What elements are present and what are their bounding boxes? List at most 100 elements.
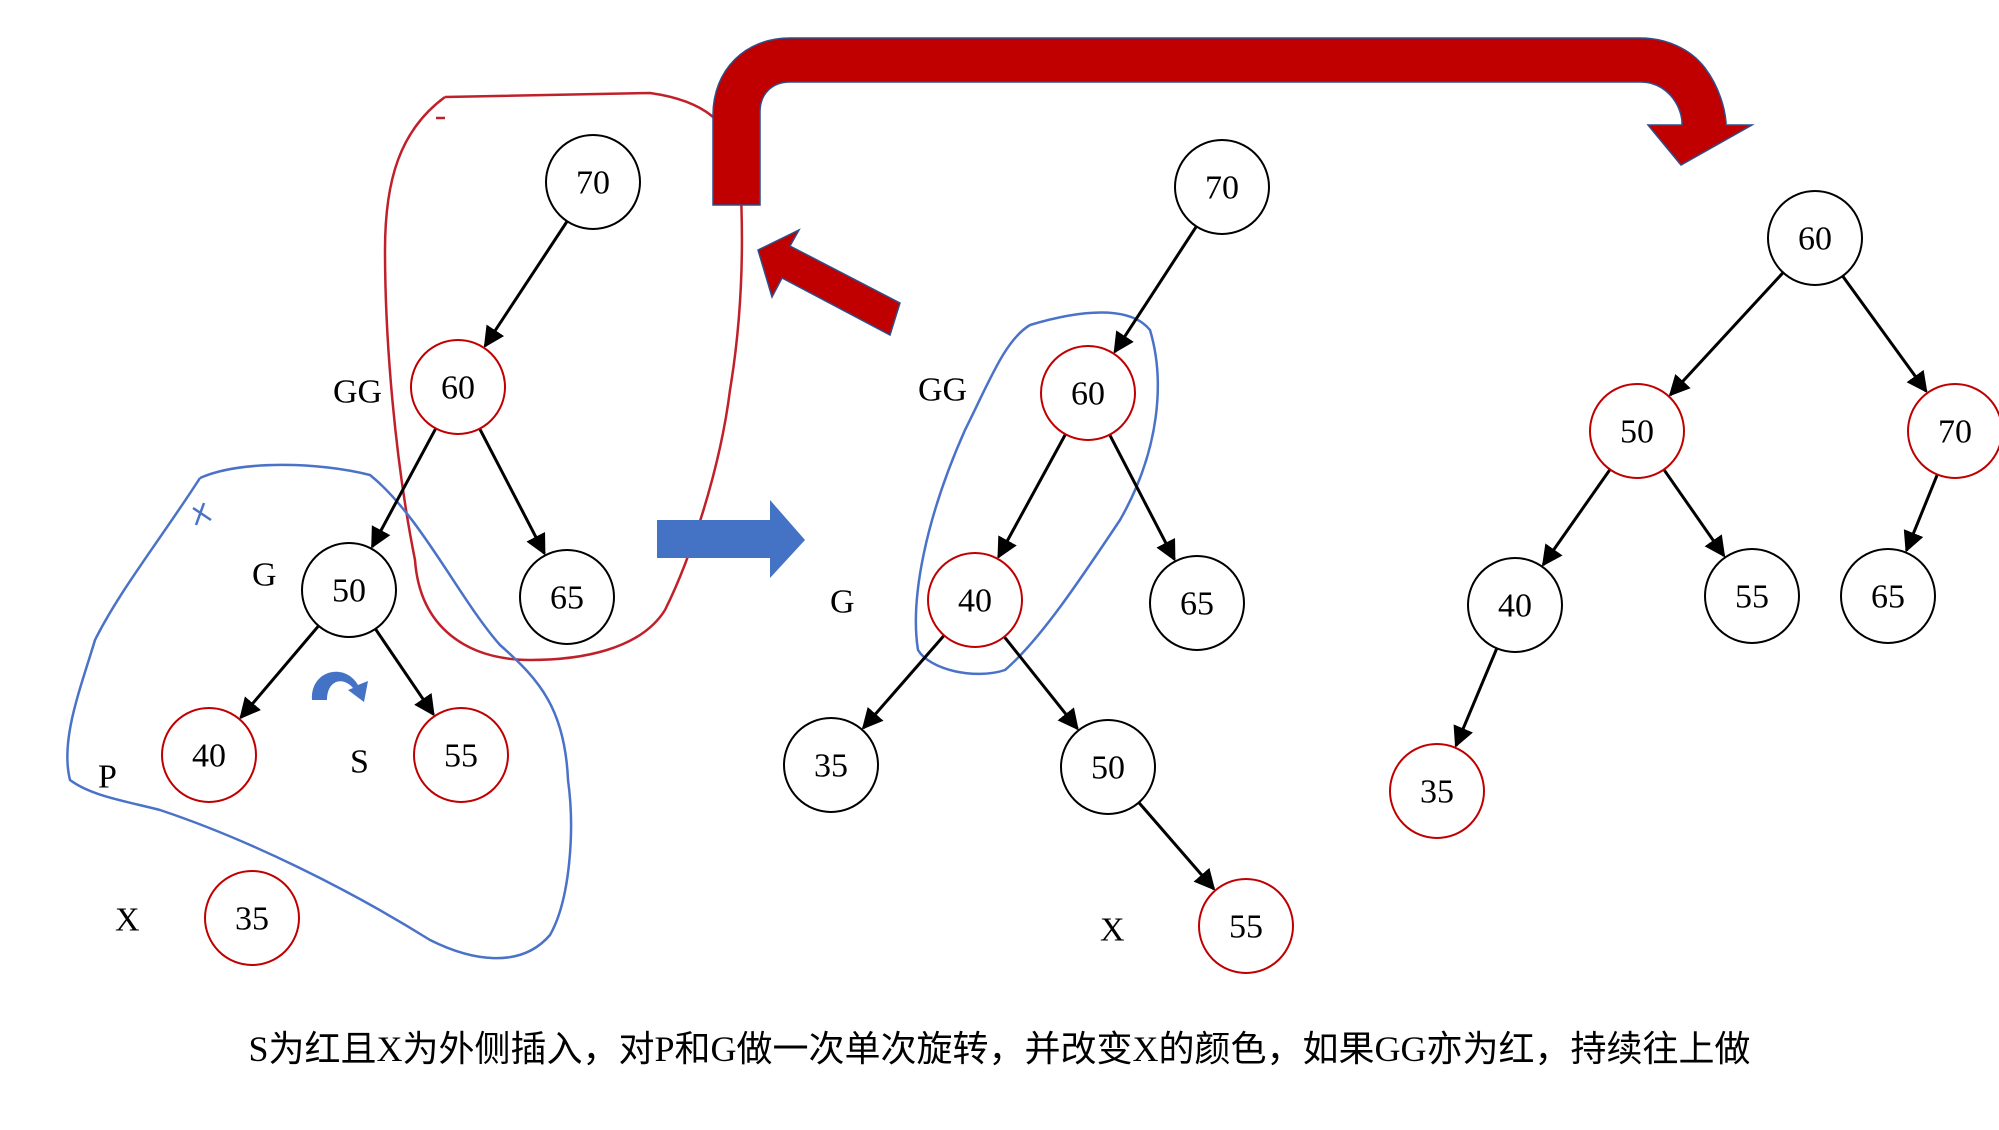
edge-f40-f35	[1453, 647, 1499, 748]
tree-node-n50: 50	[301, 542, 397, 638]
node-circle	[545, 134, 641, 230]
tree-node-n60: 60	[410, 339, 506, 435]
node-value: 50	[1620, 414, 1654, 451]
node-value: 70	[1205, 170, 1239, 207]
node-circle	[1767, 190, 1863, 286]
edge-f60-f70	[1841, 275, 1928, 394]
node-role-label: S	[350, 744, 369, 781]
node-circle	[1040, 345, 1136, 441]
tree-node-n35: 35	[204, 870, 300, 966]
node-role-label: G	[830, 584, 855, 621]
tree-node-n70: 70	[545, 134, 641, 230]
tree-node-n55: 55	[413, 707, 509, 803]
node-value: 65	[1180, 586, 1214, 623]
tree-after-rotation: 70 60 GG 40 G 65 35 50 55 X	[783, 139, 1294, 974]
node-circle	[1174, 139, 1270, 235]
tree-node-n65: 65	[519, 549, 615, 645]
blue-sketch-outline-middle	[914, 311, 1160, 676]
node-value: 50	[332, 573, 366, 610]
blue-sketch-tick	[192, 502, 212, 526]
node-value: 40	[958, 583, 992, 620]
tree-node-f50: 50	[1589, 383, 1685, 479]
node-circle	[413, 707, 509, 803]
node-value: 40	[1498, 588, 1532, 625]
node-role-label: X	[1100, 912, 1125, 949]
edge-f70-f65	[1903, 473, 1939, 553]
tree-node-m50: 50	[1060, 719, 1156, 815]
edge-m40-m50	[1003, 635, 1079, 731]
node-value: 35	[814, 748, 848, 785]
node-circle	[301, 542, 397, 638]
edge-n60-n50	[370, 427, 438, 549]
red-curved-arrow	[712, 37, 1755, 206]
node-circle	[519, 549, 615, 645]
node-value: 35	[235, 901, 269, 938]
node-circle	[1840, 548, 1936, 644]
node-circle	[410, 339, 506, 435]
blue-sketch-outline-left	[66, 463, 573, 960]
node-role-label: GG	[333, 374, 382, 411]
node-value: 70	[1938, 414, 1972, 451]
edge-m60-m65	[1108, 434, 1176, 562]
node-circle	[1198, 878, 1294, 974]
node-circle	[1389, 743, 1485, 839]
tree-node-f60: 60	[1767, 190, 1863, 286]
node-circle	[1589, 383, 1685, 479]
node-role-label: G	[252, 557, 277, 594]
node-value: 65	[1871, 579, 1905, 616]
node-circle	[783, 717, 879, 813]
tree-node-f40: 40	[1467, 557, 1563, 653]
edge-n70-n60	[483, 220, 569, 348]
node-circle	[1907, 383, 1999, 479]
node-value: 40	[192, 738, 226, 775]
tree-node-m55: 55	[1198, 878, 1294, 974]
node-circle	[204, 870, 300, 966]
edge-f60-f50	[1668, 271, 1785, 397]
tree-node-f65: 65	[1840, 548, 1936, 644]
rotation-indicator-icon	[311, 671, 368, 702]
tree-node-f55: 55	[1704, 548, 1800, 644]
red-diagonal-arrow	[757, 228, 901, 337]
tree-node-m70: 70	[1174, 139, 1270, 235]
node-value: 60	[441, 370, 475, 407]
node-circle	[1467, 557, 1563, 653]
tree-node-m40: 40	[927, 552, 1023, 648]
red-sketch-outline	[383, 91, 744, 662]
node-value: 35	[1420, 774, 1454, 811]
tree-node-f35: 35	[1389, 743, 1485, 839]
node-value: 55	[444, 738, 478, 775]
blue-right-arrow	[657, 500, 805, 578]
tree-node-n40: 40	[161, 707, 257, 803]
node-value: 60	[1798, 221, 1832, 258]
edge-n50-n55	[374, 628, 435, 717]
edge-n60-n65	[478, 428, 546, 556]
edge-m40-m35	[861, 634, 946, 730]
node-value: 55	[1735, 579, 1769, 616]
edge-m50-m55	[1137, 801, 1216, 891]
edge-n50-n40	[239, 624, 320, 720]
edge-f50-f40	[1541, 468, 1612, 567]
tree-node-m35: 35	[783, 717, 879, 813]
node-value: 65	[550, 580, 584, 617]
caption: S为红且X为外侧插入，对P和G做一次单次旋转，并改变X的颜色，如果GG亦为红，持…	[248, 1029, 1751, 1069]
node-value: 55	[1229, 909, 1263, 946]
node-circle	[1060, 719, 1156, 815]
node-value: 70	[576, 165, 610, 202]
tree-node-f70: 70	[1907, 383, 1999, 479]
node-role-label: P	[98, 759, 117, 796]
tree-node-m60: 60	[1040, 345, 1136, 441]
node-role-label: X	[115, 902, 140, 939]
tree-final: 60 50 70 40 55 65 35	[1389, 190, 1999, 839]
tree-before: 70 60 GG 50 G 65 40P 55 S 35 X	[98, 134, 641, 966]
node-circle	[927, 552, 1023, 648]
tree-node-m65: 65	[1149, 555, 1245, 651]
edge-m70-m60	[1113, 225, 1198, 354]
edge-f50-f55	[1662, 468, 1726, 558]
edge-m60-m40	[997, 433, 1067, 559]
node-circle	[161, 707, 257, 803]
node-role-label: GG	[918, 372, 967, 409]
node-circle	[1149, 555, 1245, 651]
node-circle	[1704, 548, 1800, 644]
